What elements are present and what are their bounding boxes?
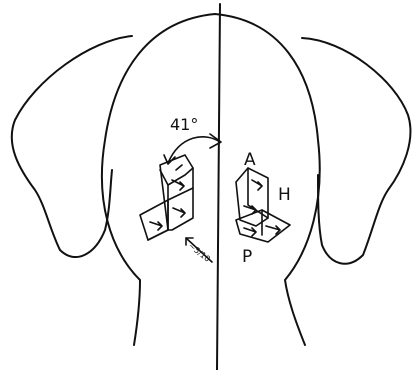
arrow-icon (172, 180, 184, 190)
arrow-icon (266, 226, 280, 234)
angle-label: 41° (170, 115, 198, 134)
arrow-icon (244, 228, 256, 236)
midline (217, 4, 220, 370)
arrow-icon (244, 206, 256, 214)
arrow-icon (173, 208, 185, 217)
posterior-label: P (242, 247, 252, 267)
anterior-label: A (244, 150, 256, 170)
arrow-icon (252, 180, 262, 190)
head-outline (102, 14, 320, 345)
head-label: H (278, 185, 291, 205)
right-implant-block (236, 168, 290, 242)
gap-label: ~5/10 (187, 241, 212, 263)
left-implant-block (140, 155, 193, 240)
left-ear (12, 36, 132, 257)
arrow-icon (150, 222, 162, 230)
